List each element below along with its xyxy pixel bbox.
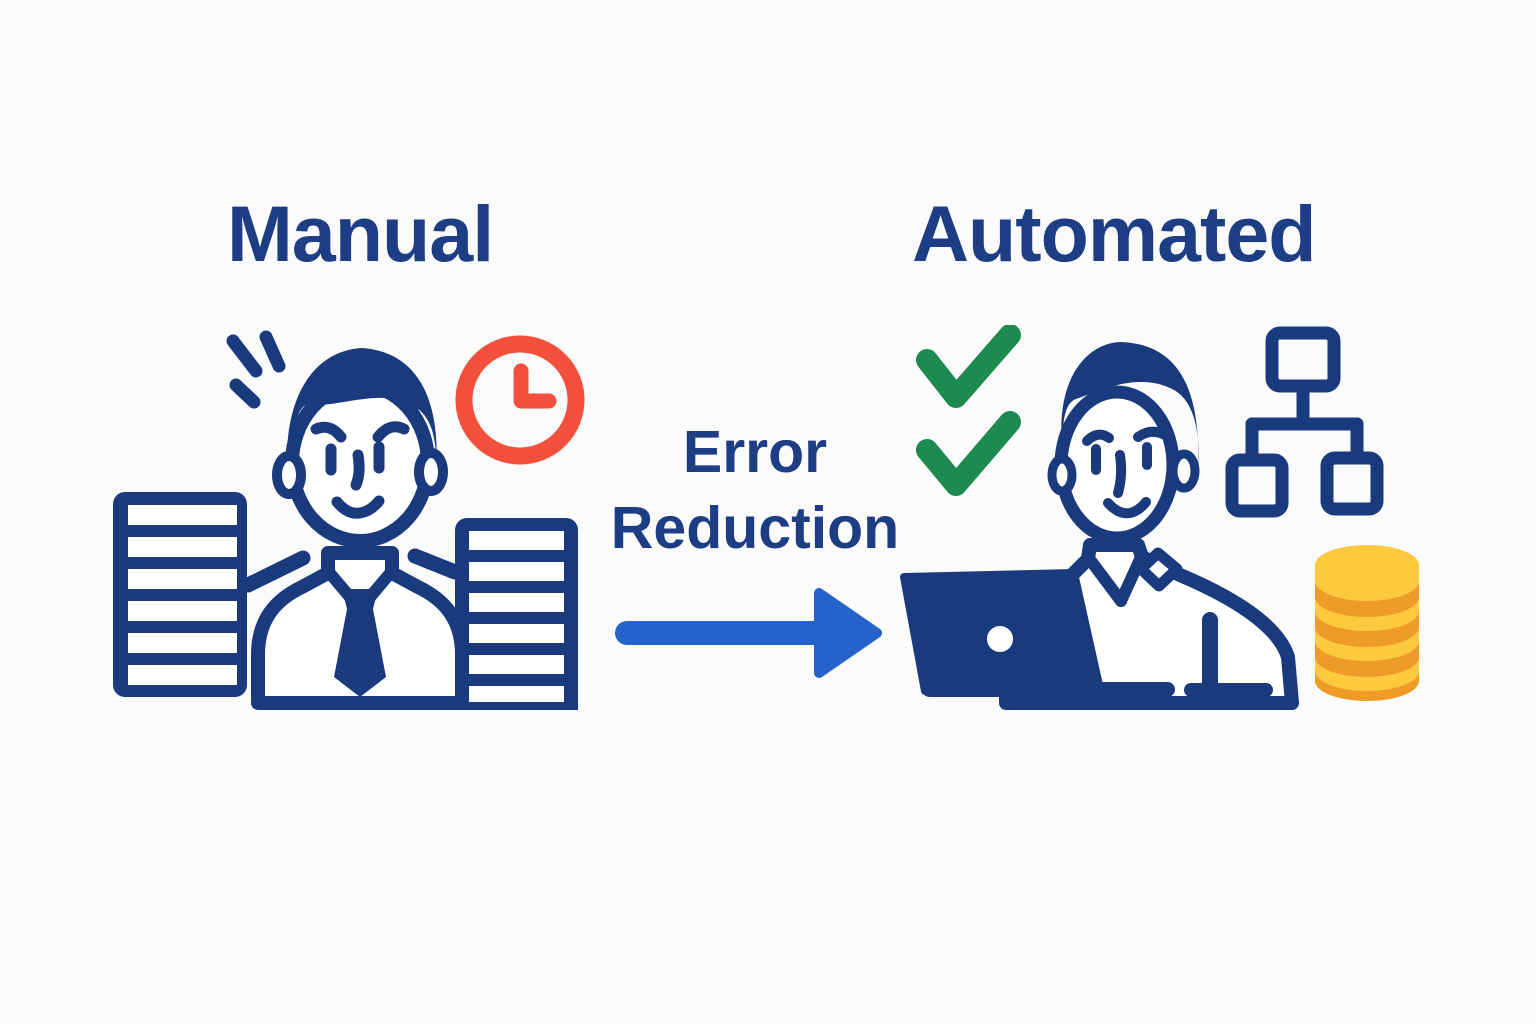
stress-marks-icon xyxy=(226,330,286,409)
checkmark-icon xyxy=(916,325,1021,408)
worried-face-features xyxy=(310,421,410,519)
worker-at-laptop-icon xyxy=(900,342,1299,710)
tie xyxy=(334,589,386,697)
worker-ears xyxy=(1047,449,1200,496)
manual-heading: Manual xyxy=(227,189,494,278)
right-arrow-icon xyxy=(615,588,882,678)
laptop-base xyxy=(922,682,1175,697)
document-stack-right-icon xyxy=(455,518,578,710)
laptop-logo xyxy=(987,626,1013,652)
focused-face-features xyxy=(1082,426,1172,519)
automated-heading: Automated xyxy=(912,189,1317,278)
clock-icon xyxy=(455,335,585,465)
coin-stack-icon xyxy=(1315,545,1419,701)
org-chart-icon xyxy=(1225,326,1384,518)
worker-ears xyxy=(272,448,448,499)
error-reduction-line2: Reduction xyxy=(610,495,900,561)
checkmark-icon xyxy=(916,411,1021,496)
automated-illustration xyxy=(900,325,1419,710)
laptop-icon xyxy=(900,569,1175,697)
worker-hair xyxy=(1061,342,1199,475)
manual-illustration xyxy=(113,330,585,710)
worker-arms xyxy=(240,548,463,593)
document-stack-left-icon xyxy=(113,492,247,697)
checkmark-icons xyxy=(916,325,1021,496)
worker-hair xyxy=(287,348,437,475)
error-reduction-label: Error Reduction xyxy=(575,414,935,566)
error-reduction-line1: Error xyxy=(682,419,828,485)
desk-line xyxy=(1184,683,1273,697)
worried-worker-icon xyxy=(240,348,469,710)
shirt-collar xyxy=(1082,549,1148,607)
collar-point xyxy=(1135,547,1183,592)
